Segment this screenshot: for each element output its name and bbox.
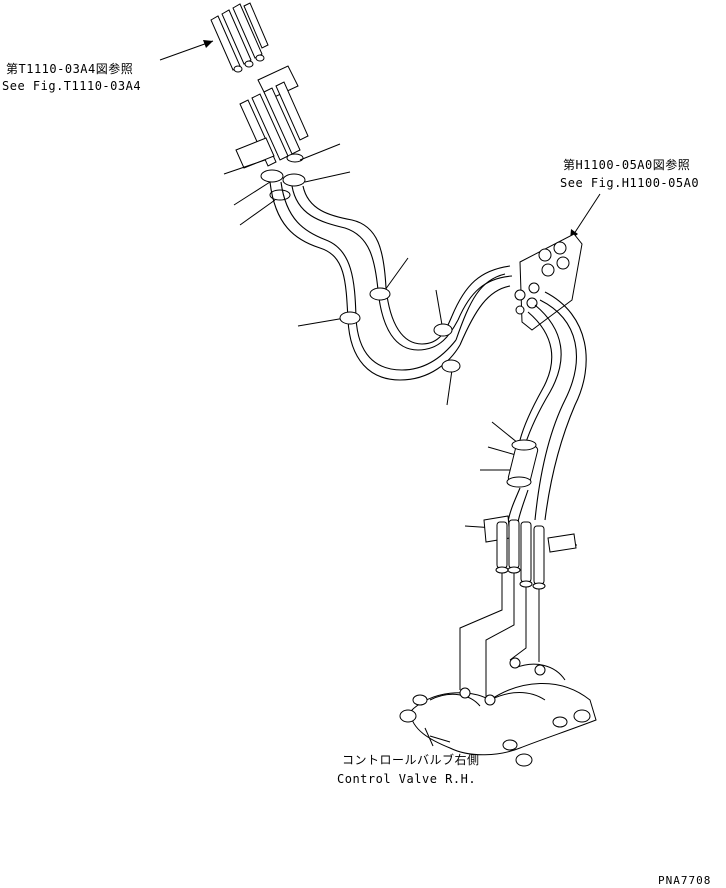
- control-valve-rh: [399, 657, 597, 767]
- valve-block: [514, 233, 583, 331]
- drop-lines: [459, 573, 540, 700]
- hoses-upper: [269, 181, 513, 381]
- ref-top-right-en: See Fig.H1100-05A0: [560, 176, 700, 190]
- upper-fittings: [210, 2, 269, 73]
- drawing-code: PNA7708: [658, 874, 712, 887]
- hoses-lower: [506, 291, 587, 523]
- ref-arrow-left: [159, 40, 214, 61]
- component-label-en: Control Valve R.H.: [337, 772, 477, 786]
- ref-top-left-ja: 第T1110-03A4図参照: [6, 62, 134, 76]
- mid-fittings: [235, 65, 309, 201]
- lower-fittings: [483, 515, 577, 590]
- ref-top-left-en: See Fig.T1110-03A4: [2, 79, 142, 93]
- component-label-ja: コントロールバルブ右側: [342, 753, 480, 767]
- ref-top-right-ja: 第H1100-05A0図参照: [563, 158, 691, 172]
- ref-arrow-right: [569, 193, 601, 241]
